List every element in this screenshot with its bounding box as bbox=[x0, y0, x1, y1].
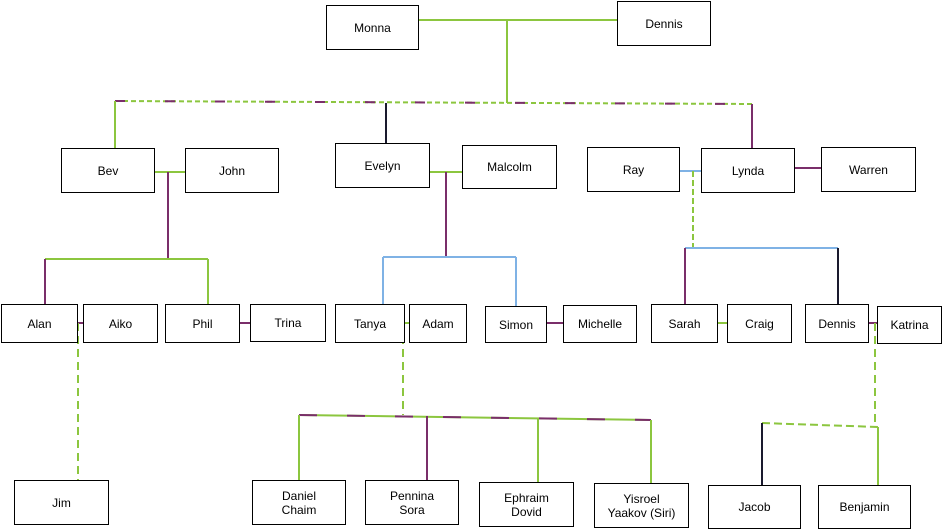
person-malcolm: Malcolm bbox=[462, 145, 557, 189]
person-bev: Bev bbox=[61, 148, 155, 193]
person-john: John bbox=[185, 148, 279, 193]
person-phil: Phil bbox=[165, 304, 240, 343]
person-yisroel-yaakov: Yisroel Yaakov (Siri) bbox=[594, 483, 689, 528]
person-aiko: Aiko bbox=[83, 304, 158, 343]
person-ray: Ray bbox=[587, 147, 680, 192]
person-dennis-junior: Dennis bbox=[805, 304, 869, 343]
person-dennis-senior: Dennis bbox=[617, 1, 711, 46]
person-michelle: Michelle bbox=[563, 305, 637, 343]
person-warren: Warren bbox=[821, 147, 916, 192]
sibling-bar-dennis-katrina-children bbox=[761, 422, 879, 428]
person-jacob: Jacob bbox=[708, 485, 801, 529]
sibling-bar-generation-2 bbox=[114, 100, 753, 105]
person-benjamin: Benjamin bbox=[818, 485, 911, 529]
sibling-bar-tanya-adam-overlay bbox=[298, 414, 652, 421]
person-adam: Adam bbox=[409, 304, 467, 343]
person-tanya: Tanya bbox=[335, 304, 405, 343]
person-daniel-chaim: Daniel Chaim bbox=[252, 480, 346, 525]
person-sarah: Sarah bbox=[651, 304, 718, 343]
person-lynda: Lynda bbox=[701, 148, 795, 193]
person-evelyn: Evelyn bbox=[335, 143, 430, 188]
person-pennina-sora: Pennina Sora bbox=[365, 480, 459, 525]
person-ephraim-dovid: Ephraim Dovid bbox=[479, 482, 574, 527]
sibling-bar-generation-2-overlay bbox=[114, 100, 753, 105]
person-simon: Simon bbox=[485, 306, 547, 343]
person-trina: Trina bbox=[250, 304, 326, 342]
person-jim: Jim bbox=[14, 480, 109, 525]
person-monna: Monna bbox=[326, 5, 419, 50]
person-alan: Alan bbox=[1, 304, 78, 343]
person-katrina: Katrina bbox=[877, 306, 942, 344]
person-craig: Craig bbox=[727, 304, 792, 343]
